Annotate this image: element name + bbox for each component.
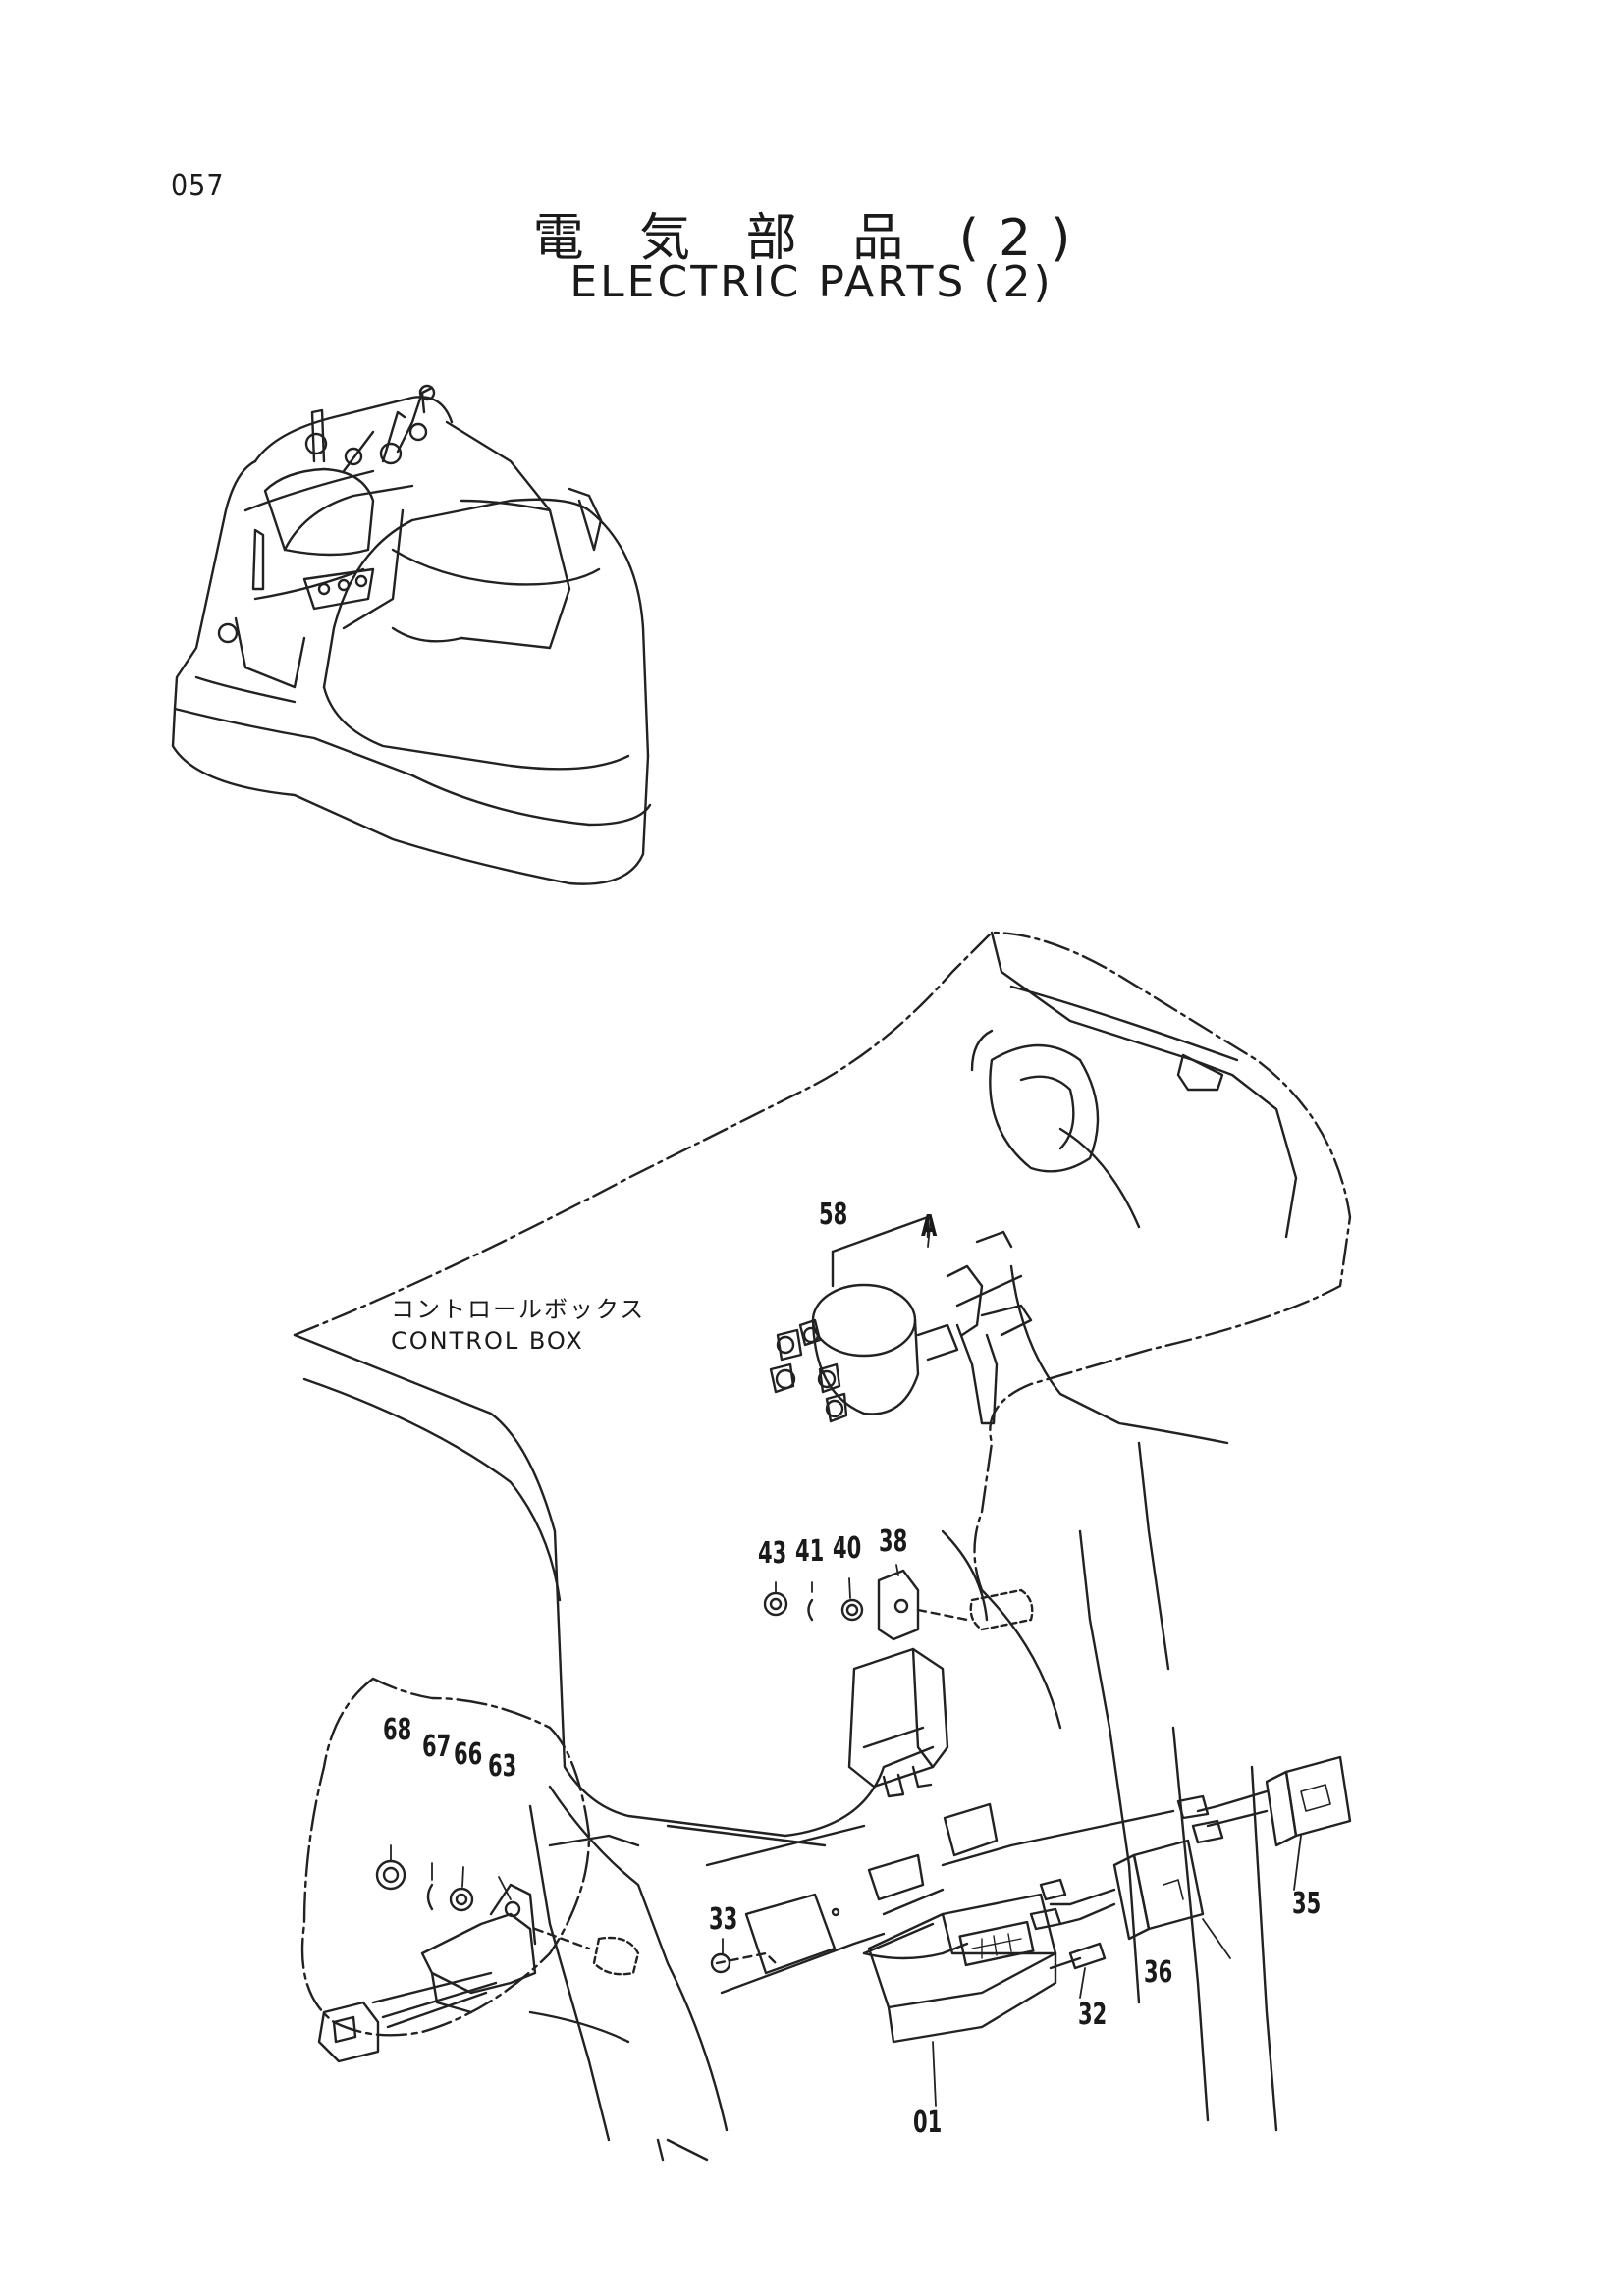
callout-33: 33 — [709, 1902, 738, 1937]
control-box-label: コントロールボックス CONTROL BOX — [391, 1294, 645, 1357]
callout-40: 40 — [833, 1531, 862, 1566]
callout-A: A — [921, 1209, 938, 1244]
callout-35: 35 — [1292, 1887, 1322, 1921]
control-box-label-jp: コントロールボックス — [391, 1296, 646, 1323]
callout-32: 32 — [1078, 1998, 1108, 2032]
leader-lines — [390, 1216, 1302, 2107]
control-box-label-en: CONTROL BOX — [391, 1327, 584, 1355]
overview-seat-illustration — [171, 384, 652, 885]
control-box-outline — [293, 931, 1352, 2004]
callout-58: 58 — [819, 1198, 848, 1232]
callout-68: 68 — [383, 1713, 412, 1747]
callout-67: 67 — [422, 1730, 452, 1764]
callout-01: 01 — [913, 2106, 943, 2140]
callout-36: 36 — [1144, 1955, 1173, 1990]
relay-38 — [763, 1569, 1034, 1798]
relay-63 — [317, 1859, 640, 2063]
page-number: 057 — [171, 169, 225, 203]
lower-panel-lines — [528, 1726, 1278, 2162]
title-japanese: 電 気 部 品 (2) — [532, 209, 1091, 268]
hour-meter-and-switches — [710, 1755, 1352, 2044]
callout-63: 63 — [488, 1749, 517, 1784]
callout-66: 66 — [454, 1737, 483, 1772]
inset-detail-outline — [300, 1677, 591, 2037]
callout-38: 38 — [879, 1524, 908, 1559]
title-english: ELECTRIC PARTS (2) — [569, 257, 1054, 307]
callout-41: 41 — [795, 1534, 825, 1569]
key-switch-58 — [769, 1215, 1033, 1425]
callout-43: 43 — [758, 1536, 787, 1571]
